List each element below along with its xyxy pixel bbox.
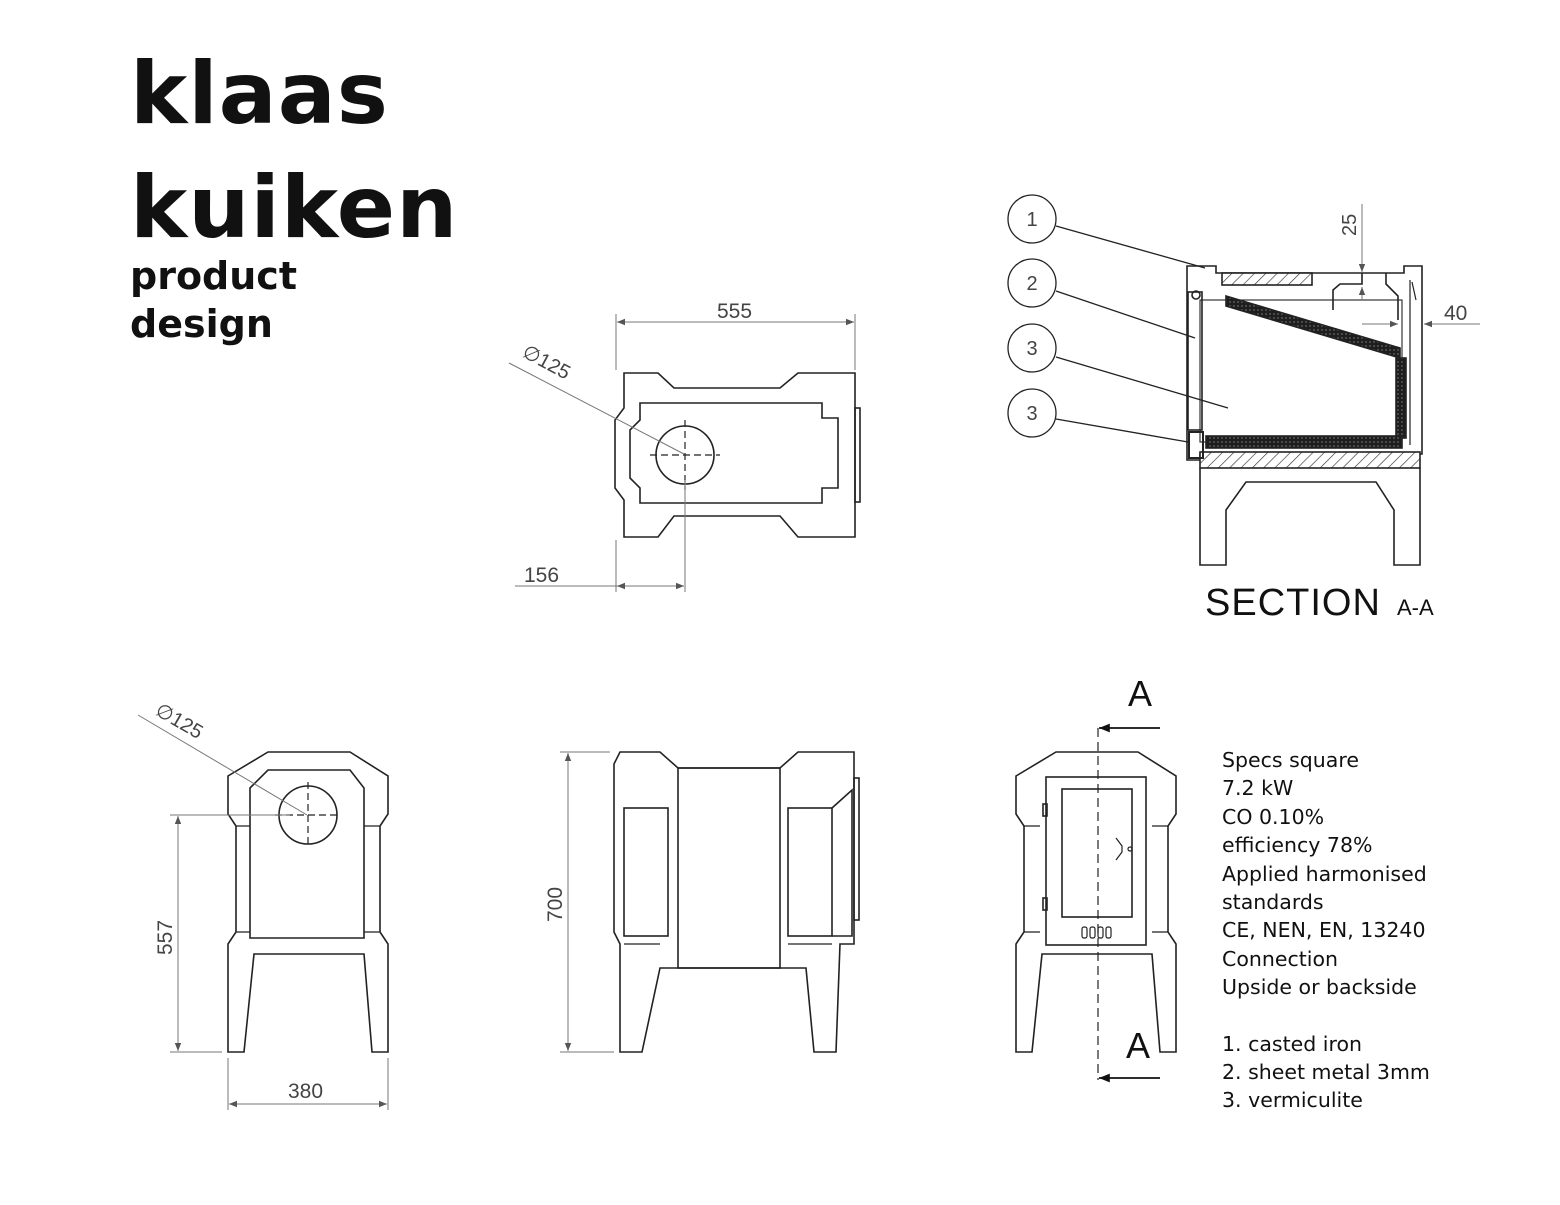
- callout-leader-1: [1055, 225, 1206, 269]
- spec-line: CE, NEN, EN, 13240: [1222, 918, 1426, 943]
- callout-labels: 1 2 3 3: [1026, 209, 1037, 425]
- callout-label-3b: 3: [1026, 403, 1037, 425]
- specs-block: Specs square 7.2 kW CO 0.10% efficiency …: [1222, 746, 1430, 1115]
- section-legs: [1199, 468, 1421, 566]
- side-view: [613, 751, 860, 1053]
- section-dimensions: [1358, 204, 1480, 328]
- spec-spacer: [1222, 1002, 1430, 1030]
- spec-line: Upside or backside: [1222, 975, 1417, 1000]
- rear-view-panel: [249, 769, 365, 939]
- spec-line: CO 0.10%: [1222, 804, 1325, 829]
- section-top-plate: [1221, 272, 1313, 286]
- rear-view: [227, 751, 389, 1053]
- brand-line-2: kuiken: [130, 158, 459, 258]
- side-view-dimensions: [560, 751, 614, 1053]
- section-ashlip: [1188, 431, 1204, 459]
- top-view: [614, 372, 861, 538]
- dim-rear-diameter: ∅125: [152, 699, 207, 743]
- front-view-door: [1045, 776, 1147, 946]
- callout-label-2: 2: [1026, 273, 1037, 295]
- section-view: [1186, 265, 1423, 566]
- section-callouts: [1007, 194, 1229, 443]
- brand-line-3: product: [130, 254, 297, 298]
- dim-rear-width: 380: [288, 1080, 323, 1103]
- material-line: 1. casted iron: [1222, 1031, 1362, 1056]
- section-cut-line: [1097, 723, 1160, 1083]
- side-view-outline: [613, 751, 855, 1053]
- callout-label-3a: 3: [1026, 338, 1037, 360]
- material-line: 2. sheet metal 3mm: [1222, 1060, 1430, 1085]
- dim-top-diameter: ∅125: [519, 341, 574, 384]
- section-flue-lip-right: [1385, 273, 1399, 320]
- dim-section-top: 25: [1339, 214, 1361, 236]
- callout-circle-2: [1007, 258, 1057, 308]
- section-base-plate: [1199, 451, 1421, 469]
- top-view-outline: [614, 372, 856, 538]
- front-view-handle: [1115, 837, 1123, 861]
- front-view-window: [1061, 788, 1133, 918]
- top-view-dimensions: [508, 314, 856, 592]
- dim-top-offset: 156: [524, 564, 559, 587]
- section-outer-shell: [1186, 265, 1423, 461]
- front-view-outline: [1015, 751, 1177, 1053]
- top-view-door-handle: [854, 407, 861, 503]
- brand-logo: klaas kuiken product design: [130, 40, 458, 348]
- callout-circle-3b: [1007, 388, 1057, 438]
- side-view-right-panel: [787, 807, 833, 937]
- section-title: SECTION: [1205, 582, 1381, 624]
- dim-top-width: 555: [717, 300, 752, 323]
- material-line: 3. vermiculite: [1222, 1088, 1363, 1113]
- spec-line: Specs square: [1222, 748, 1359, 772]
- dim-rear-height: 557: [154, 920, 177, 955]
- callout-leader-3a: [1055, 356, 1229, 409]
- front-view-air-vents: [1081, 926, 1112, 939]
- spec-line: standards: [1222, 890, 1324, 915]
- spec-line: 7.2 kW: [1222, 776, 1294, 801]
- brand-line-1: klaas: [130, 44, 389, 144]
- top-view-inner: [629, 402, 839, 504]
- callout-leader-2: [1055, 290, 1196, 339]
- callout-circle-3a: [1007, 323, 1057, 373]
- spec-line: Applied harmonised: [1222, 861, 1427, 886]
- rear-view-dimensions: [137, 714, 389, 1110]
- section-flue-lip: [1332, 273, 1363, 310]
- side-view-door: [831, 788, 853, 937]
- side-view-handle: [853, 777, 860, 921]
- front-view: [1015, 751, 1177, 1053]
- section-baffle-vermiculite: [1225, 294, 1401, 360]
- dim-side-height: 700: [544, 887, 567, 922]
- dim-section-right: 40: [1444, 302, 1467, 325]
- brand-line-4: design: [130, 302, 273, 346]
- side-view-left-panel: [623, 807, 669, 937]
- callout-leader-3b: [1055, 418, 1189, 443]
- spec-line: Connection: [1222, 946, 1338, 971]
- section-hinge: [1191, 290, 1201, 300]
- section-back-vermiculite: [1395, 357, 1407, 439]
- cut-label-bottom: A: [1126, 1025, 1150, 1066]
- section-floor-vermiculite: [1205, 435, 1403, 449]
- section-door: [1187, 291, 1203, 431]
- cut-label-top: A: [1128, 673, 1152, 714]
- side-view-center-panel: [677, 767, 781, 969]
- callout-label-1: 1: [1026, 209, 1037, 231]
- section-title-suffix: A-A: [1397, 595, 1434, 620]
- spec-line: efficiency 78%: [1222, 833, 1373, 858]
- callout-circle-1: [1007, 194, 1057, 244]
